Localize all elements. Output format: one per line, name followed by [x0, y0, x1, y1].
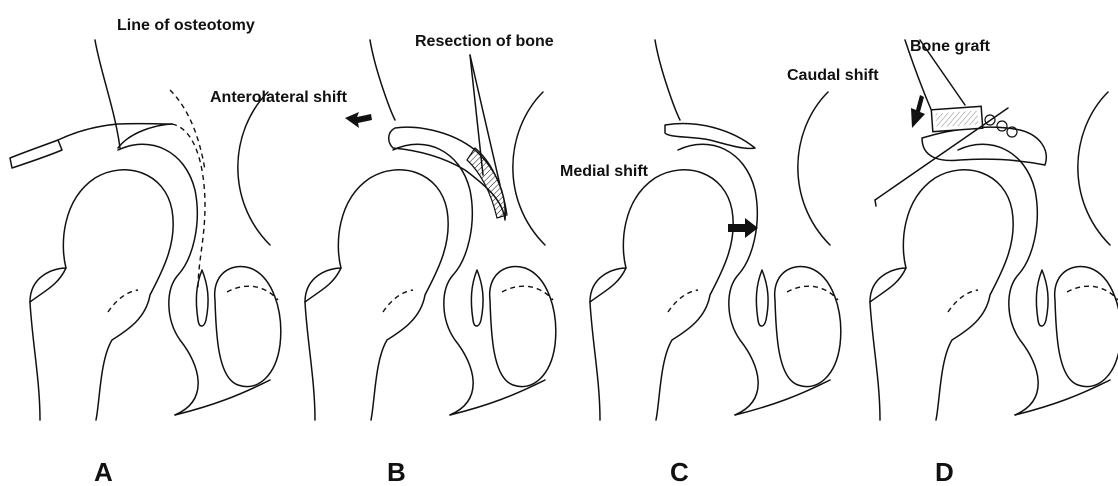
panel-c: Medial shift C	[560, 40, 841, 486]
svg-text:Line of osteotomy: Line of osteotomy	[117, 17, 255, 34]
label-anterolateral-shift: Anterolateral shift	[210, 89, 348, 106]
panel-d: Bone graft Caudal shift D	[787, 38, 1118, 486]
label-line-of-osteotomy: Line of osteotomy	[117, 17, 255, 34]
label-medial-shift: Medial shift	[560, 163, 649, 180]
panel-label-d: D	[935, 457, 954, 486]
panel-b: Resection of bone Anterolateral shift B	[210, 33, 556, 486]
panel-label-c: C	[670, 457, 689, 486]
panel-label-a: A	[94, 457, 113, 486]
panel-label-b: B	[387, 457, 406, 486]
label-resection-of-bone: Resection of bone	[415, 33, 554, 50]
label-caudal-shift: Caudal shift	[787, 67, 879, 84]
label-bone-graft: Bone graft	[910, 38, 991, 55]
panel-a: Line of osteotomy A	[10, 17, 281, 486]
